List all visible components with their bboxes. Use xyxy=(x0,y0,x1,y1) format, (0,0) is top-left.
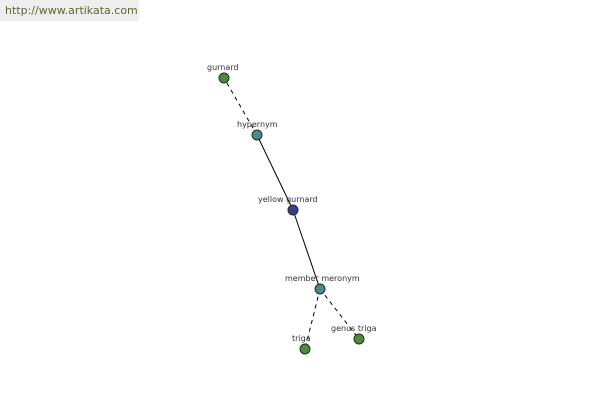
label-gurnard: gurnard xyxy=(207,63,239,72)
edge-center-member-meronym xyxy=(292,209,321,290)
edge-member-meronym-triga xyxy=(304,288,321,350)
label-genus-triga: genus triga xyxy=(331,324,377,333)
edge-hypernym-gurnard xyxy=(223,77,258,136)
node-gurnard[interactable] xyxy=(218,72,230,84)
node-member-meronym[interactable] xyxy=(314,283,326,295)
watermark-link[interactable]: http://www.artikata.com xyxy=(0,0,139,21)
label-hypernym: hypernym xyxy=(237,120,278,129)
label-triga: triga xyxy=(292,334,311,343)
label-member-meronym: member meronym xyxy=(285,274,360,283)
node-hypernym[interactable] xyxy=(251,129,263,141)
node-triga[interactable] xyxy=(299,343,311,355)
node-yellow-gurnard[interactable] xyxy=(287,204,299,216)
node-genus-triga[interactable] xyxy=(353,333,365,345)
label-yellow-gurnard: yellow gurnard xyxy=(258,195,318,204)
edge-member-meronym-genus-triga xyxy=(319,288,360,340)
edge-center-hypernym xyxy=(256,134,294,211)
